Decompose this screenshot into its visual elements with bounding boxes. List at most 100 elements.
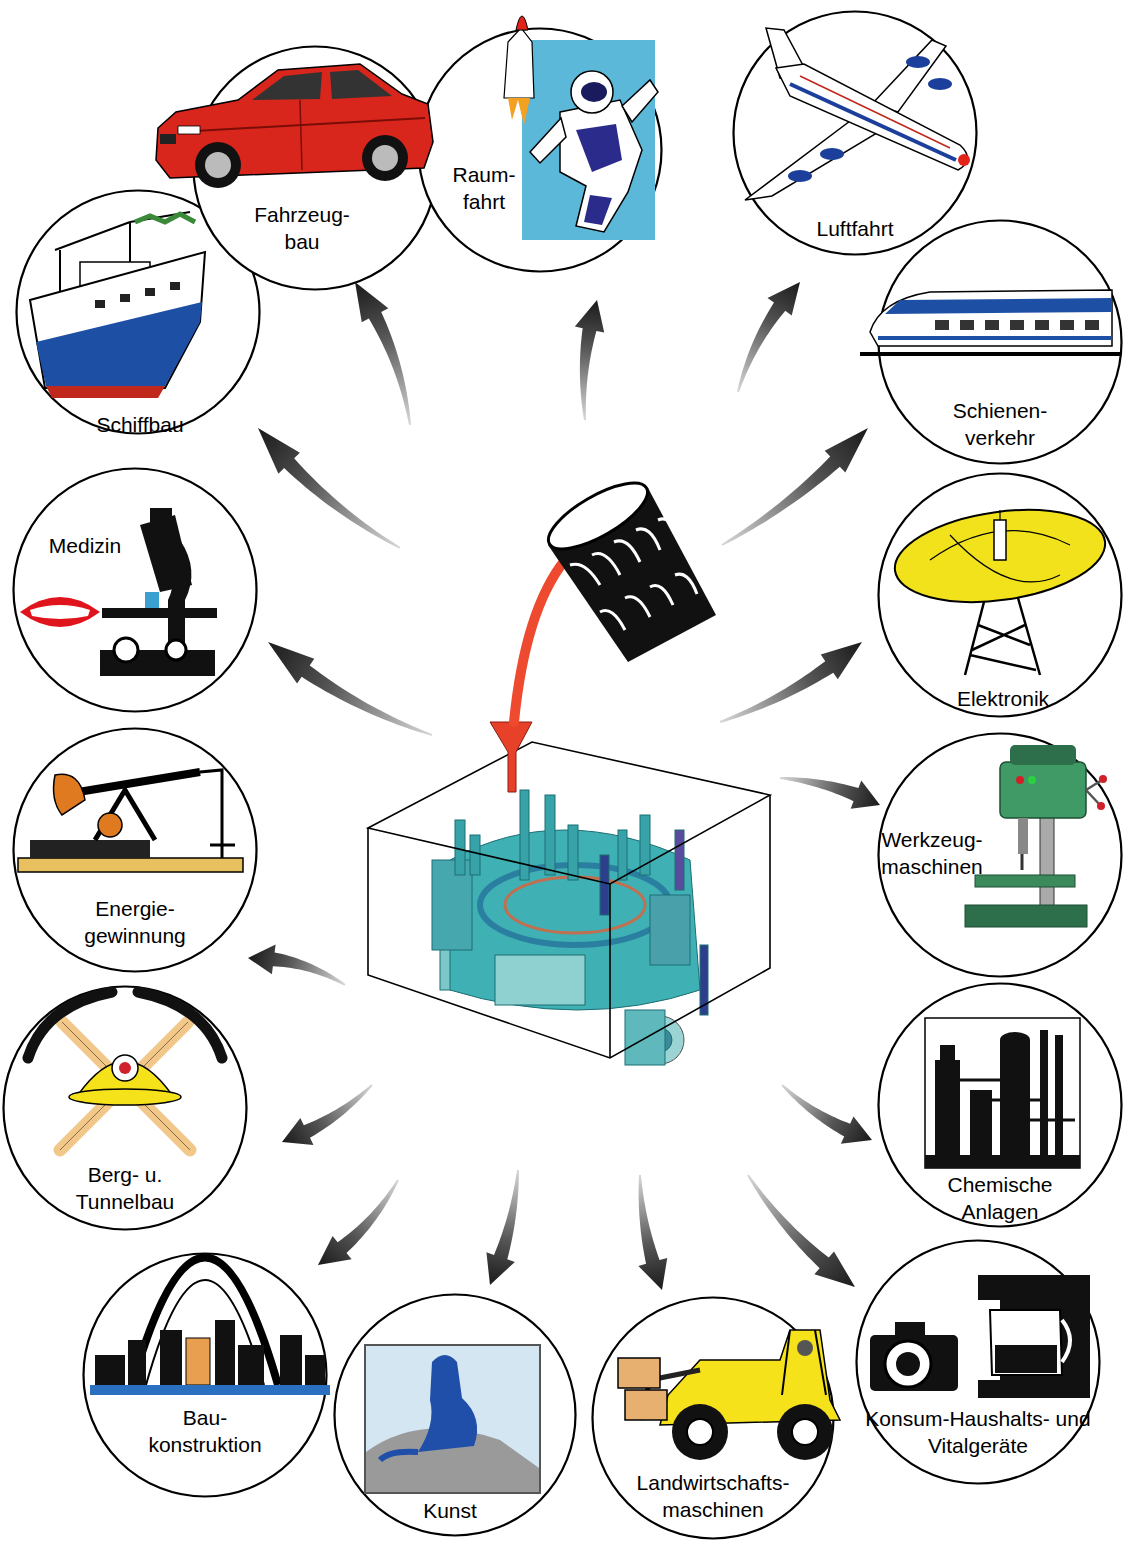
- sector-label: Schienen- verkehr: [949, 397, 1051, 451]
- sector-label: Luftfahrt: [816, 215, 893, 242]
- sector-label: Bau- konstruktion: [142, 1404, 268, 1458]
- cast-part-part: [675, 830, 684, 890]
- flow-arrow: [780, 777, 880, 809]
- cast-part-part: [625, 1010, 665, 1065]
- circle-outline: [879, 984, 1122, 1227]
- car-icon-part: [160, 134, 176, 144]
- sector-circle: Kunst: [333, 1293, 577, 1537]
- circle-outline: [857, 1241, 1100, 1484]
- circle-outline: [17, 191, 260, 434]
- sector-circle: Schienen- verkehr: [877, 219, 1123, 465]
- sector-label: Kunst: [423, 1497, 477, 1524]
- sector-circle: Energie- gewinnung: [12, 727, 258, 973]
- sector-circle: Elektronik: [877, 472, 1123, 718]
- cast-part-part: [600, 855, 609, 915]
- sector-circle: Werkzeug- maschinen: [877, 732, 1123, 978]
- circle-outline: [879, 734, 1122, 977]
- cast-part-part: [470, 835, 480, 875]
- casting-mould: [368, 471, 770, 1065]
- circle-shape: [82, 1252, 328, 1498]
- circle-outline: [14, 729, 257, 972]
- astronaut-icon-part: [516, 16, 528, 30]
- circle-outline: [14, 469, 257, 712]
- cast-part-part: [455, 820, 465, 875]
- flow-arrow: [282, 1084, 373, 1145]
- car-icon-part: [178, 126, 200, 134]
- ladle: [540, 471, 716, 662]
- flow-arrow: [355, 282, 411, 425]
- cast-part-part: [700, 945, 708, 1015]
- box-outline-part: [368, 742, 770, 884]
- sector-label: Energie- gewinnung: [79, 895, 191, 949]
- circle-outline: [593, 1298, 834, 1539]
- box-outline-part: [609, 884, 611, 1058]
- ladle-part: [540, 471, 657, 562]
- sector-circle: Fahrzeug- bau: [192, 45, 438, 291]
- sector-circle: Raum- fahrt: [417, 27, 663, 273]
- sector-label: Landwirtschafts- maschinen: [627, 1469, 799, 1523]
- sector-label: Konsum-Haushalts- und Vitalgeräte: [865, 1405, 1091, 1459]
- flow-arrow: [781, 1084, 872, 1143]
- sector-circle: Luftfahrt: [732, 10, 978, 256]
- sector-label: Werkzeug- maschinen: [879, 826, 985, 880]
- cast-part-part: [495, 955, 585, 1005]
- circle-outline: [194, 47, 437, 290]
- cast-part-part: [432, 860, 472, 950]
- flow-arrow: [722, 428, 868, 546]
- cast-part-part: [568, 825, 578, 880]
- circle-outline: [734, 12, 977, 255]
- flow-arrow: [486, 1170, 519, 1285]
- cast-part-part: [440, 870, 690, 990]
- ladle-part: [548, 488, 716, 662]
- sector-circle: Landwirtschafts- maschinen: [591, 1296, 835, 1540]
- cast-part-part: [648, 1028, 672, 1052]
- molten-stream: [514, 560, 565, 722]
- cast-part-part: [640, 815, 650, 875]
- cast-part: [432, 790, 708, 1065]
- sector-circle: Medizin: [12, 467, 258, 713]
- cast-part-part: [480, 865, 670, 945]
- flow-arrows: [248, 282, 880, 1290]
- pouring-funnel: [490, 722, 532, 792]
- flow-arrow: [258, 428, 400, 549]
- flow-arrow: [737, 282, 800, 392]
- sector-label: Raum- fahrt: [451, 161, 517, 215]
- flow-arrow: [747, 1174, 855, 1287]
- sector-label: Berg- u. Tunnelbau: [74, 1161, 176, 1215]
- sector-label: Chemische Anlagen: [942, 1171, 1058, 1225]
- sector-label: Schiffbau: [96, 411, 183, 438]
- flow-arrow: [268, 642, 432, 736]
- sector-circle: Konsum-Haushalts- und Vitalgeräte: [855, 1239, 1101, 1485]
- circle-shape: [192, 45, 438, 291]
- sector-circle: Chemische Anlagen: [877, 982, 1123, 1228]
- cast-part-part: [450, 830, 700, 1010]
- flow-arrow: [720, 642, 862, 723]
- cast-part-part: [545, 795, 555, 875]
- circle-outline: [419, 29, 662, 272]
- sector-label: Medizin: [49, 532, 121, 559]
- circle-outline: [879, 221, 1122, 464]
- box-outline-part: [368, 795, 770, 1058]
- cast-part-part: [520, 790, 529, 880]
- circle-outline: [84, 1254, 327, 1497]
- flow-arrow: [575, 300, 604, 420]
- sector-label: Fahrzeug- bau: [252, 201, 352, 255]
- flow-arrow: [638, 1175, 667, 1290]
- sector-circle: Bau- konstruktion: [82, 1252, 328, 1498]
- drill-press-icon-part: [1099, 775, 1107, 783]
- circle-shape: [417, 27, 663, 273]
- sector-circle: Berg- u. Tunnelbau: [2, 985, 248, 1231]
- circle-outline: [4, 987, 247, 1230]
- flow-arrow: [318, 1180, 399, 1265]
- sector-label: Elektronik: [957, 685, 1049, 712]
- cast-part-part: [505, 877, 645, 933]
- circle-shape: [877, 472, 1123, 718]
- flow-arrow: [248, 944, 346, 985]
- cast-part-part: [636, 1016, 684, 1064]
- circle-outline: [879, 474, 1122, 717]
- circle-outline: [335, 1295, 576, 1536]
- cast-part-part: [618, 830, 627, 880]
- circle-shape: [12, 467, 258, 713]
- ladle-part: [570, 519, 697, 630]
